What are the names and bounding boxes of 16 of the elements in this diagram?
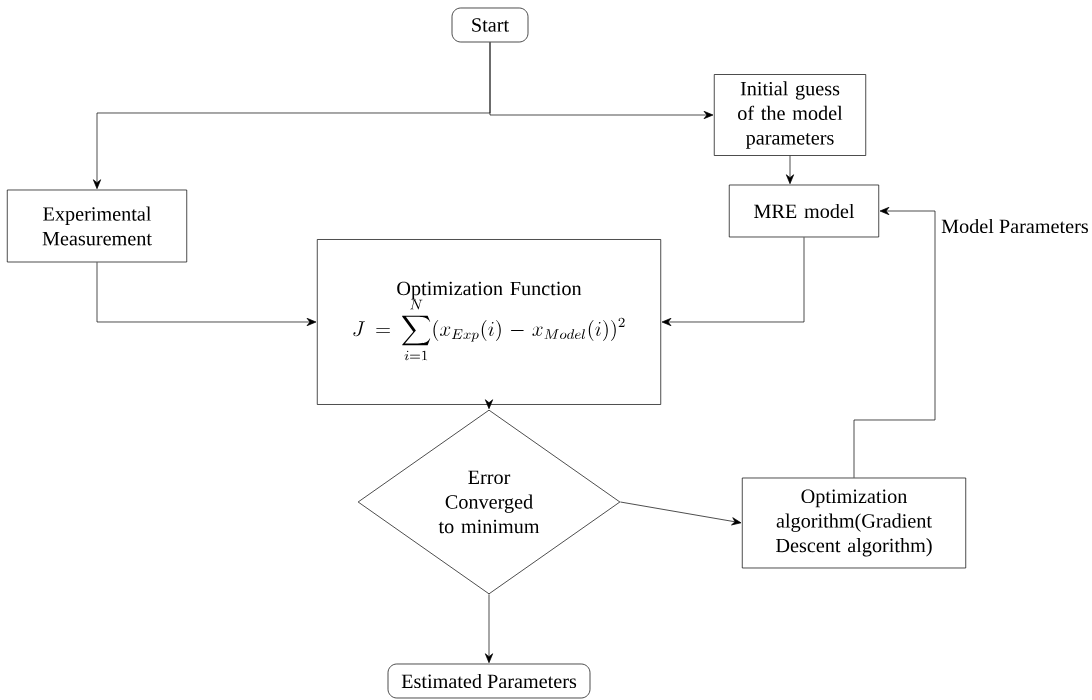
process-box: Initial guess of the model parameters — [713, 74, 867, 156]
arrow — [484, 399, 494, 410]
process-box: Experimental Measurement — [6, 189, 188, 263]
function-box: Optimization Function $J=\sum_{i=1}^{N}(x_{Exp}(i)-x_{Model}(i))^2$ — [316, 239, 662, 405]
arrow — [853, 206, 936, 478]
end-terminal: Estimated Parameters — [387, 663, 591, 699]
start-terminal: Start — [451, 7, 529, 43]
arrow — [785, 155, 795, 185]
arrow — [96, 262, 317, 327]
arrow — [484, 594, 494, 664]
process-box: Optimization algorithm(Gradient Descent algorithm) — [741, 477, 967, 569]
arrow — [620, 501, 742, 526]
process-box: MRE model — [728, 184, 880, 238]
edge-label: Model Parameters — [939, 217, 1091, 235]
arrow — [489, 42, 714, 120]
arrow — [661, 237, 805, 327]
